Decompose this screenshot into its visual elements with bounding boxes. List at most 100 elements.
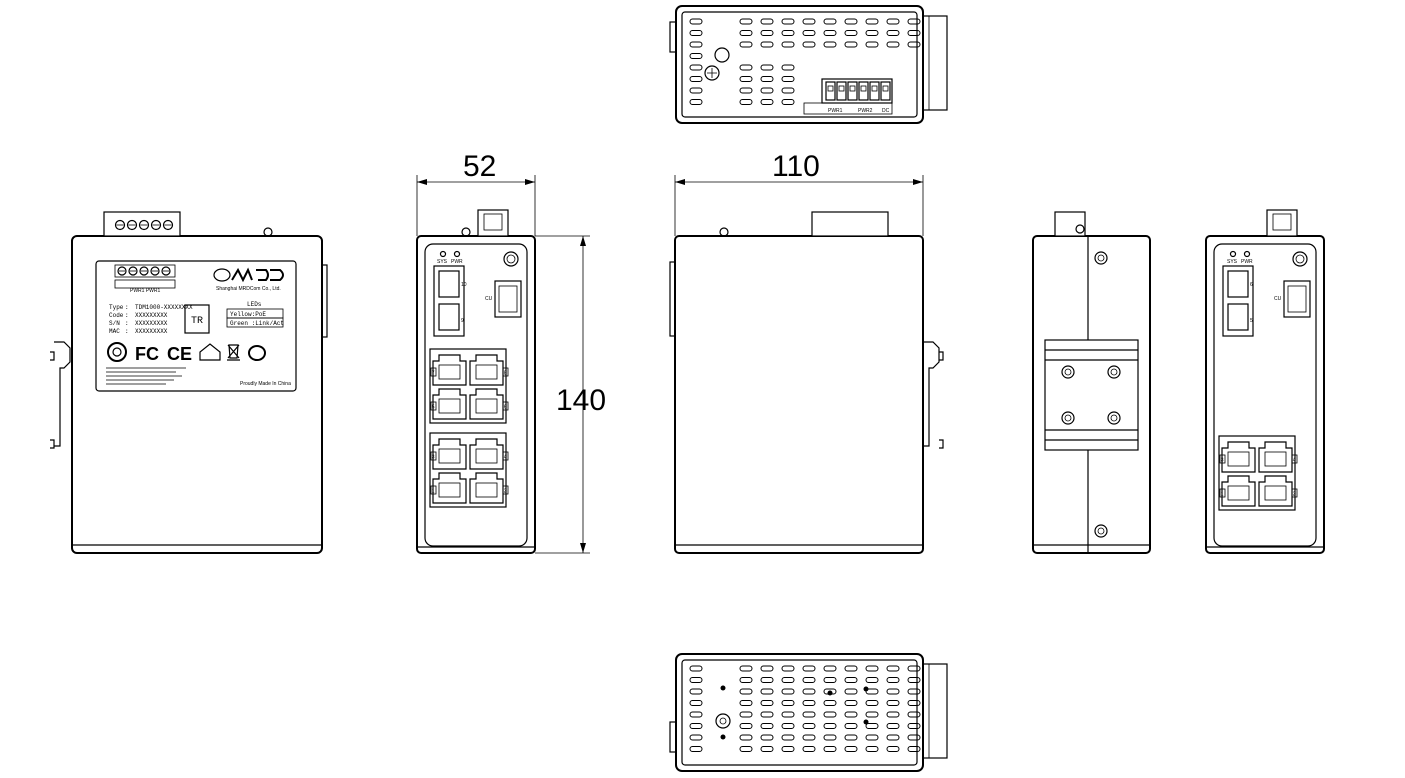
vent-slot bbox=[739, 64, 753, 71]
vent-slot bbox=[739, 746, 753, 752]
terminal-caption: PWR1 PWR1 bbox=[130, 288, 161, 294]
vent-slot bbox=[689, 30, 703, 36]
vent-slot bbox=[739, 677, 753, 683]
vent-slot bbox=[760, 711, 774, 718]
vent-slot bbox=[739, 711, 753, 718]
rj45-port[interactable] bbox=[469, 354, 504, 386]
rj45-port[interactable] bbox=[469, 388, 504, 420]
din-screw bbox=[1061, 411, 1075, 425]
vent-slot bbox=[689, 64, 703, 71]
vent-slot bbox=[844, 711, 858, 718]
terminal-slot bbox=[825, 81, 836, 101]
made-in: Proudly Made In China bbox=[240, 381, 291, 387]
cu-port[interactable] bbox=[494, 280, 522, 318]
vent-slot bbox=[739, 30, 753, 36]
rj45-port-number: 1 bbox=[1221, 492, 1224, 498]
vent-slot bbox=[907, 677, 921, 683]
rj45-port[interactable] bbox=[432, 438, 467, 470]
vent-slot bbox=[886, 711, 900, 718]
vent-slot bbox=[802, 723, 816, 729]
sfp-port-9[interactable] bbox=[438, 303, 460, 331]
rear-sfp-port-5[interactable] bbox=[1227, 303, 1249, 331]
vent-slot bbox=[689, 87, 703, 94]
vent-slot bbox=[907, 711, 921, 718]
din-screw bbox=[1107, 365, 1121, 379]
vent-slot bbox=[907, 734, 921, 741]
rj45-port-number: 6 bbox=[504, 405, 507, 411]
rj45-port[interactable] bbox=[469, 438, 504, 470]
rj45-port[interactable] bbox=[432, 472, 467, 504]
rj45-port[interactable] bbox=[432, 388, 467, 420]
rj45-port[interactable] bbox=[432, 354, 467, 386]
dimension-width: 52 bbox=[416, 150, 536, 236]
vent-slot bbox=[865, 677, 879, 683]
vent-slot bbox=[760, 734, 774, 741]
vent-slot bbox=[823, 18, 837, 25]
fc-mark: FC bbox=[135, 344, 159, 364]
rj45-port[interactable] bbox=[1258, 441, 1293, 473]
vent-slot bbox=[781, 41, 795, 48]
vent-slot bbox=[760, 723, 774, 729]
depth-value: 110 bbox=[772, 150, 820, 183]
sfp-port-10[interactable] bbox=[438, 270, 460, 298]
vent-slot bbox=[802, 734, 816, 741]
vent-slot bbox=[886, 746, 900, 752]
dimension-depth: 110 bbox=[674, 150, 924, 236]
terminal-screw bbox=[128, 266, 138, 276]
rj45-port-number: 2 bbox=[1293, 492, 1296, 498]
vent-slot bbox=[781, 677, 795, 683]
vent-slot bbox=[739, 688, 753, 695]
rear-sfp-port-6[interactable] bbox=[1227, 270, 1249, 298]
vent-slot bbox=[689, 734, 703, 741]
vent-slot bbox=[739, 76, 753, 82]
leds-title: LEDs bbox=[247, 301, 262, 308]
dimension-height: 140 bbox=[535, 235, 606, 554]
terminal-slot bbox=[836, 81, 847, 101]
mac-sep: : bbox=[125, 328, 129, 335]
code-value: XXXXXXXXX bbox=[135, 312, 168, 319]
vent-slot bbox=[689, 53, 703, 59]
width-value: 52 bbox=[463, 150, 496, 183]
rj45-port[interactable] bbox=[1258, 475, 1293, 507]
terminal-slot bbox=[847, 81, 858, 101]
din-screw bbox=[1061, 365, 1075, 379]
sn-value: XXXXXXXXX bbox=[135, 320, 168, 327]
company-name: Shanghai MRDCom Co., Ltd. bbox=[216, 286, 281, 292]
din-rail-back-view bbox=[1032, 211, 1151, 554]
vent-slot bbox=[844, 665, 858, 672]
terminal-screw bbox=[161, 266, 171, 276]
vent-slot bbox=[844, 723, 858, 729]
vent-slot bbox=[781, 87, 795, 94]
rj45-port-number: 4 bbox=[504, 455, 507, 461]
vent-slot bbox=[781, 700, 795, 706]
vent-slot bbox=[886, 41, 900, 48]
tr-mark: TR bbox=[191, 316, 203, 327]
vent-slot bbox=[844, 734, 858, 741]
vent-slot bbox=[823, 41, 837, 48]
rj45-port[interactable] bbox=[1221, 441, 1256, 473]
vent-slot bbox=[802, 688, 816, 695]
sn-key: S/N bbox=[109, 320, 120, 327]
vent-slot bbox=[886, 723, 900, 729]
vent-slot bbox=[689, 18, 703, 25]
vent-slot bbox=[739, 665, 753, 672]
vent-slot bbox=[844, 30, 858, 36]
vent-slot bbox=[823, 677, 837, 683]
vent-slot bbox=[781, 665, 795, 672]
rj45-port[interactable] bbox=[1221, 475, 1256, 507]
rj45-port[interactable] bbox=[469, 472, 504, 504]
rear-sfp-label-5: 5 bbox=[1250, 318, 1253, 324]
weee-bin-icon bbox=[227, 344, 240, 361]
front-led-pwr: PWR bbox=[451, 259, 463, 265]
vent-slot bbox=[760, 688, 774, 695]
din-screw bbox=[1107, 411, 1121, 425]
vent-slot bbox=[865, 746, 879, 752]
top-view: PWR1 PWR2 DC bbox=[669, 5, 948, 124]
vent-slot bbox=[907, 688, 921, 695]
vent-slot bbox=[689, 665, 703, 672]
rear-cu-port[interactable] bbox=[1283, 280, 1311, 318]
terminal-slot bbox=[869, 81, 880, 101]
vent-slot bbox=[865, 665, 879, 672]
vent-slot bbox=[739, 41, 753, 48]
vent-slot bbox=[781, 746, 795, 752]
